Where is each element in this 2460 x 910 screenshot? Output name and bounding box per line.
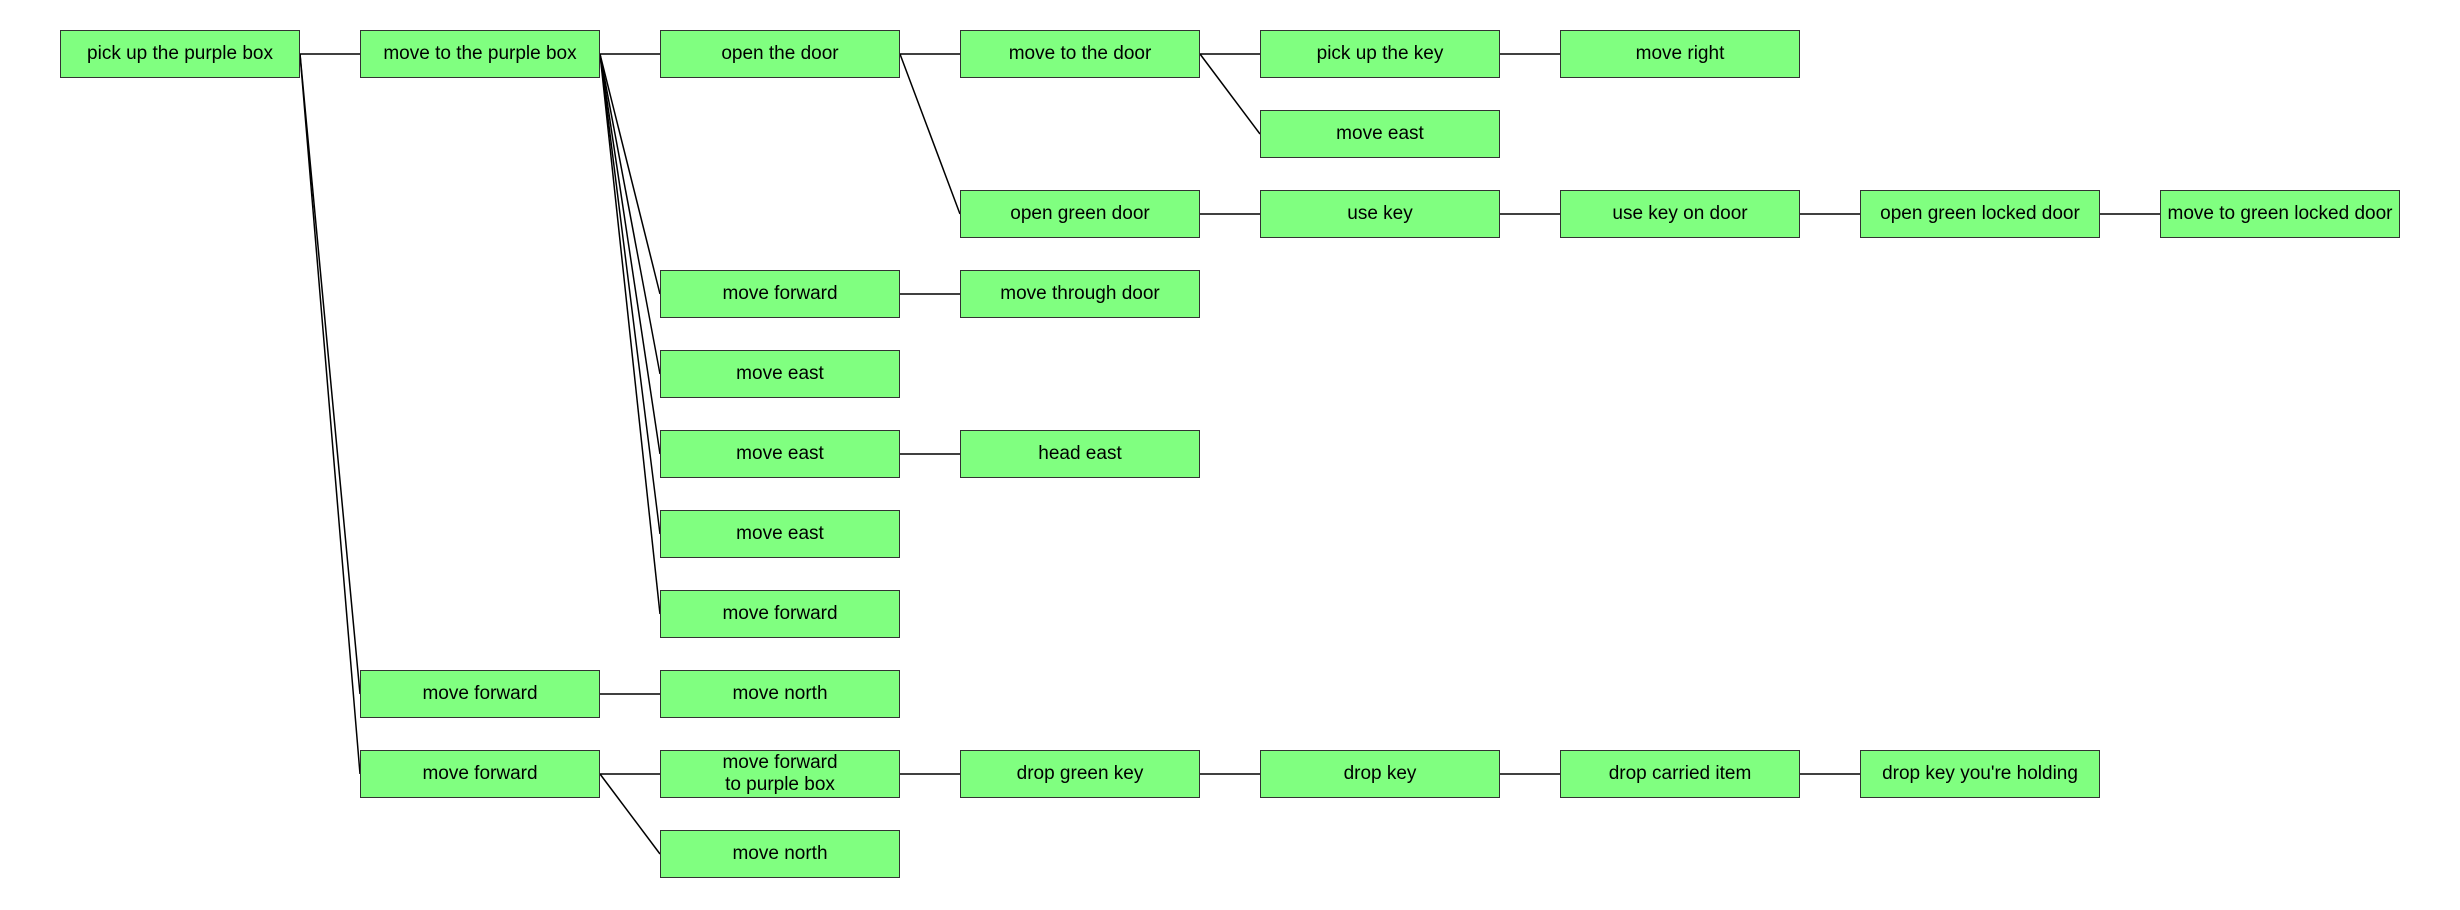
node-move-north: move north <box>660 830 900 878</box>
node-drop-key: drop key <box>1260 750 1500 798</box>
node-move-to-green-locked-door: move to green locked door <box>2160 190 2400 238</box>
node-move-east: move east <box>660 510 900 558</box>
edge-n0-n3 <box>299 53 361 775</box>
node-move-right: move right <box>1560 30 1800 78</box>
node-move-forward: move forward <box>360 670 600 718</box>
edge-n1-n8 <box>599 53 661 535</box>
edge-n4-n14 <box>899 53 961 215</box>
node-move-forward: move forward <box>660 590 900 638</box>
node-drop-key-youre-holding: drop key you're holding <box>1860 750 2100 798</box>
node-drop-carried-item: drop carried item <box>1560 750 1800 798</box>
node-move-forward: move forward <box>360 750 600 798</box>
node-use-key: use key <box>1260 190 1500 238</box>
node-pick-up-the-purple-box: pick up the purple box <box>60 30 300 78</box>
node-move-east: move east <box>1260 110 1500 158</box>
node-open-the-door: open the door <box>660 30 900 78</box>
edge-n1-n5 <box>599 53 661 295</box>
node-move-east: move east <box>660 350 900 398</box>
edge-n0-n2 <box>299 53 361 695</box>
node-drop-green-key: drop green key <box>960 750 1200 798</box>
node-move-east: move east <box>660 430 900 478</box>
edge-n1-n6 <box>599 53 661 375</box>
node-move-to-the-purple-box: move to the purple box <box>360 30 600 78</box>
edge-n13-n19 <box>1199 53 1261 135</box>
node-move-to-the-door: move to the door <box>960 30 1200 78</box>
node-head-east: head east <box>960 430 1200 478</box>
node-move-forward: move forward <box>660 270 900 318</box>
node-move-north: move north <box>660 670 900 718</box>
node-open-green-locked-door: open green locked door <box>1860 190 2100 238</box>
edge-n1-n9 <box>599 53 661 615</box>
node-move-forward-to-purple-box: move forward to purple box <box>660 750 900 798</box>
node-open-green-door: open green door <box>960 190 1200 238</box>
edge-n1-n7 <box>599 53 661 455</box>
node-move-through-door: move through door <box>960 270 1200 318</box>
node-pick-up-the-key: pick up the key <box>1260 30 1500 78</box>
edge-n3-n12 <box>599 773 661 855</box>
node-use-key-on-door: use key on door <box>1560 190 1800 238</box>
